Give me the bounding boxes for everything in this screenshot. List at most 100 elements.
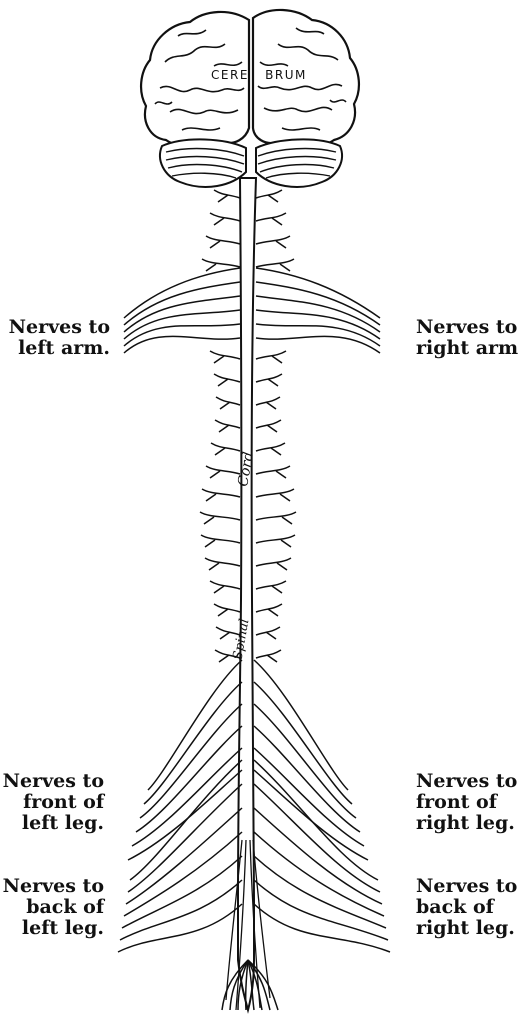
root-twig-6: [247, 959, 271, 1011]
nerve-right-twig-14: [271, 585, 283, 594]
leg-back-nerve-right-4: [253, 855, 387, 929]
nerve-left-8: [210, 442, 241, 452]
nerve-right-11: [255, 511, 297, 521]
nerve-right-twig-13: [276, 562, 288, 571]
arm-nerve-right-4: [255, 323, 381, 347]
cerebellum-left-lobe: [159, 138, 247, 188]
cerebellum: [159, 138, 343, 188]
label-front-left-leg-line3: left leg.: [21, 812, 104, 834]
nerve-right-twig-1: [271, 217, 283, 226]
nerve-right-twig-6: [265, 401, 277, 410]
leg-back-nerve-right-3: [253, 831, 385, 917]
nerve-right-12: [255, 534, 296, 544]
label-back-right-leg-line1: Nerves to: [416, 875, 518, 897]
cerebellum-folia: [165, 147, 337, 179]
nerve-right-16: [255, 626, 281, 636]
leg-front-nerve-left-4: [131, 747, 243, 847]
nerve-left-twig-0: [217, 194, 229, 203]
nerve-right-10: [255, 488, 295, 498]
leg-back-nerve-right-5: [253, 879, 389, 941]
arm-nerve-left-1: [123, 281, 241, 326]
label-back-left-leg: Nerves to back of left leg.: [0, 876, 104, 939]
nerve-right-twig-16: [265, 631, 277, 640]
nerve-left-17: [214, 649, 241, 659]
nerve-left-twig-15: [217, 608, 229, 617]
arm-nerve-left-4: [123, 323, 241, 347]
label-left-arm-line2: left arm.: [18, 337, 110, 359]
leg-back-nerve-right-2: [253, 807, 383, 905]
leg-front-nerve-left-1: [143, 681, 243, 805]
nerve-right-twig-0: [267, 194, 279, 203]
nerve-right-twig-3: [279, 263, 291, 272]
nerve-right-twig-11: [281, 516, 293, 525]
cerebrum-label-left: CERE: [211, 68, 249, 82]
nerve-left-2: [205, 235, 241, 245]
nerve-left-10: [201, 488, 241, 498]
spinal-cord: Cord Spinal: [225, 177, 271, 1014]
label-front-left-leg-line2: front of: [23, 791, 104, 813]
nerve-left-twig-6: [219, 401, 231, 410]
nerve-right-twig-17: [266, 654, 278, 663]
nerve-left-15: [213, 603, 241, 613]
label-front-right-leg-line2: front of: [416, 791, 497, 813]
leg-back-nerve-right-6: [253, 903, 391, 953]
leg-front-nerve-right-1: [253, 681, 353, 805]
nerve-right-3: [255, 258, 295, 268]
nerve-left-7: [214, 419, 241, 429]
root-twig-5: [247, 959, 263, 1011]
label-back-right-leg: Nerves to back of right leg.: [416, 875, 518, 939]
nerve-right-0: [255, 189, 283, 199]
nerve-left-twig-3: [205, 263, 217, 272]
arm-nerve-left-5: [123, 335, 241, 354]
arm-nerve-left-2: [123, 295, 241, 333]
label-back-left-leg-line1: Nerves to: [2, 875, 104, 897]
nerve-right-2: [255, 235, 291, 245]
nerve-left-twig-13: [208, 562, 220, 571]
root-twig-3: [244, 959, 249, 1011]
nerve-left-twig-5: [217, 378, 229, 387]
cerebrum: [140, 8, 360, 149]
nerve-left-twig-14: [213, 585, 225, 594]
label-right-arm-line2: right arm.: [416, 337, 519, 359]
label-back-left-leg-line2: back of: [26, 896, 104, 918]
spinal-cord-body: [237, 177, 258, 1014]
leg-back-nerve-left-2: [125, 807, 243, 905]
label-back-left-leg-line3: left leg.: [21, 917, 104, 939]
nerve-right-twig-10: [279, 493, 291, 502]
nerve-left-twig-9: [209, 470, 221, 479]
nerve-left-twig-2: [209, 240, 221, 249]
cerebrum-folds: [154, 27, 347, 131]
arm-nerve-right-1: [255, 281, 381, 326]
leg-back-nerve-left-0: [129, 759, 243, 881]
nerve-left-twig-10: [205, 493, 217, 502]
nerve-left-twig-7: [218, 424, 230, 433]
label-left-arm: Nerves to left arm.: [0, 317, 110, 359]
nerve-left-11: [199, 511, 241, 521]
nerve-right-5: [255, 373, 283, 383]
nerve-right-6: [255, 396, 281, 406]
nerve-right-twig-15: [267, 608, 279, 617]
nerve-right-8: [255, 442, 286, 452]
label-right-arm: Nerves to right arm.: [416, 317, 519, 359]
leg-back-nerve-right-0: [253, 759, 379, 881]
nerve-left-9: [205, 465, 241, 475]
spinal-label: Spinal: [231, 618, 253, 662]
nerve-left-twig-17: [218, 654, 230, 663]
leg-back-nerve-right-1: [253, 783, 381, 893]
leg-front-nerve-left-3: [135, 725, 243, 833]
label-front-left-leg: Nerves to front of left leg.: [0, 771, 104, 834]
arm-nerve-right-5: [255, 335, 381, 354]
leg-front-nerve-right-3: [253, 725, 361, 833]
arm-nerve-right-3: [255, 309, 381, 340]
label-left-arm-line1: Nerves to: [8, 316, 110, 338]
label-front-right-leg-line3: right leg.: [416, 812, 515, 834]
nerve-right-14: [255, 580, 287, 590]
arm-nerve-left-3: [123, 309, 241, 340]
leg-front-nerve-left-2: [139, 703, 243, 819]
nerve-right-twig-2: [275, 240, 287, 249]
nerve-left-twig-4: [213, 355, 225, 364]
nerve-left-14: [209, 580, 241, 590]
cerebrum-label-right: BRUM: [265, 68, 307, 82]
label-back-right-leg-line2: back of: [416, 896, 494, 918]
